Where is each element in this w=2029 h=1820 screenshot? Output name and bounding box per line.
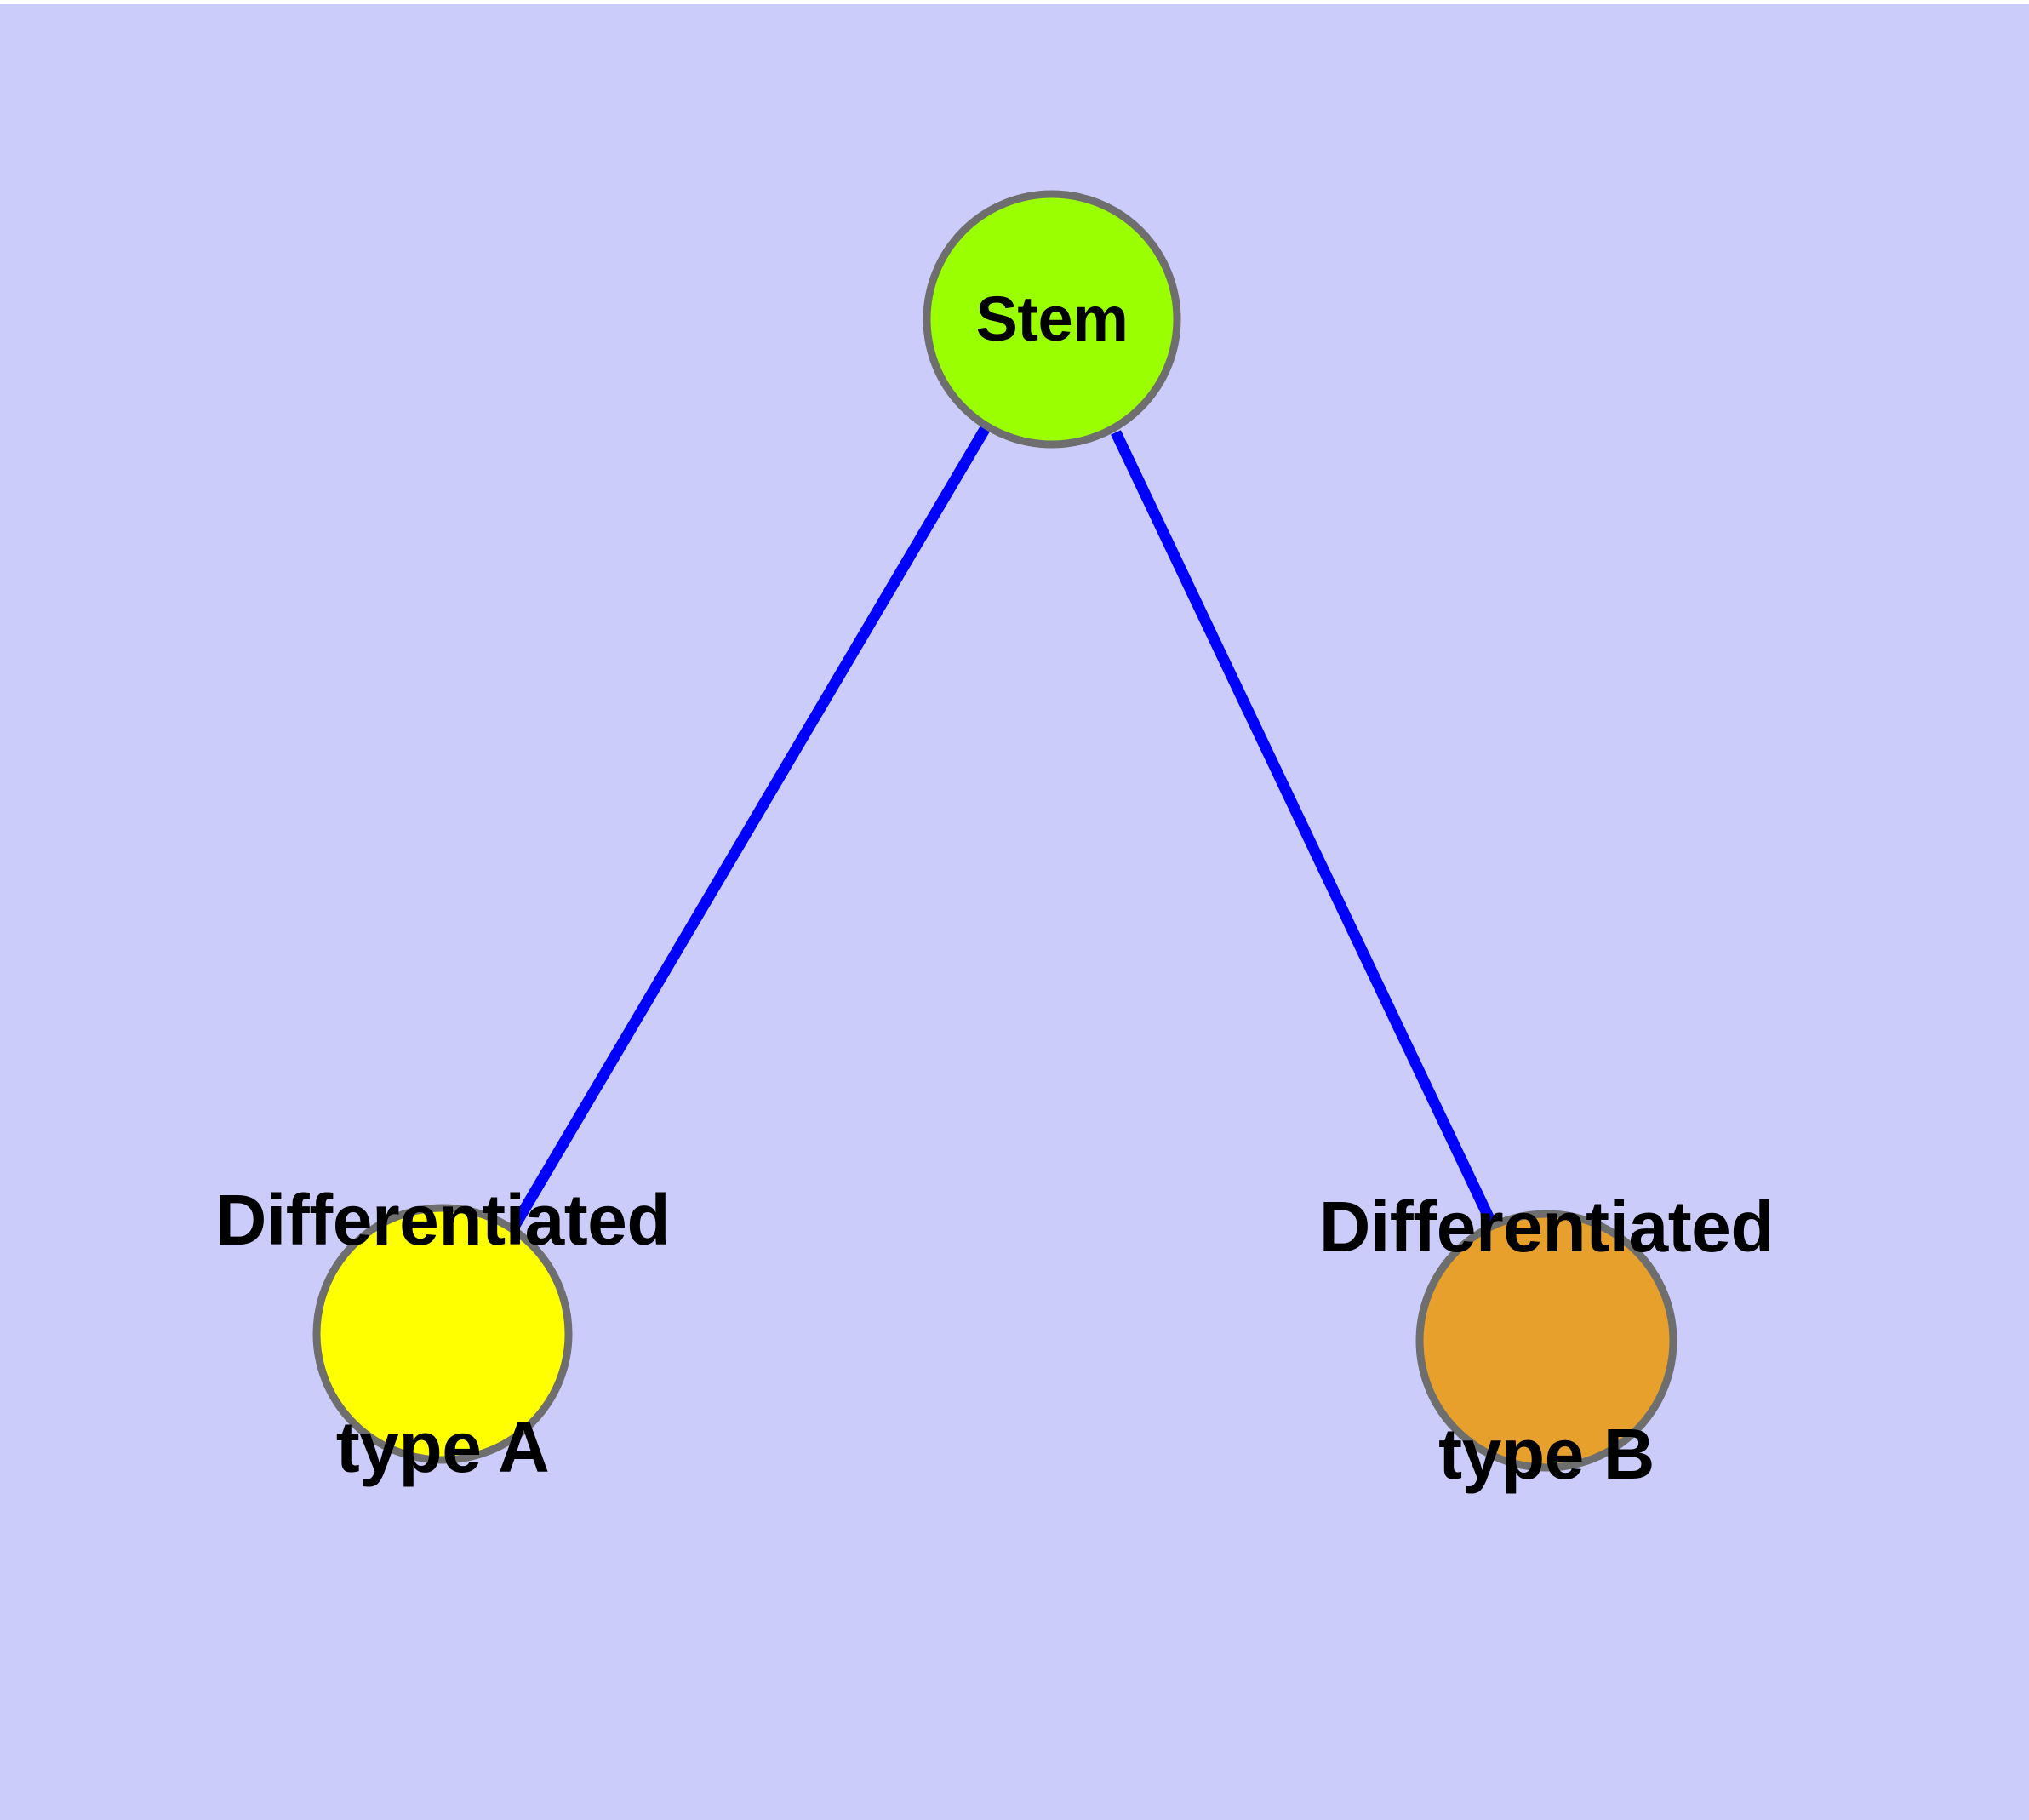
edge-stem-to-type-b: [1111, 430, 1496, 1225]
edge-layer: [508, 423, 1496, 1232]
node-differentiated-type-b[interactable]: [1415, 1210, 1677, 1472]
edge-stem-to-type-a: [508, 423, 992, 1232]
node-stem[interactable]: [923, 190, 1181, 449]
node-layer: [312, 190, 1677, 1472]
node-differentiated-type-a[interactable]: [312, 1204, 573, 1464]
